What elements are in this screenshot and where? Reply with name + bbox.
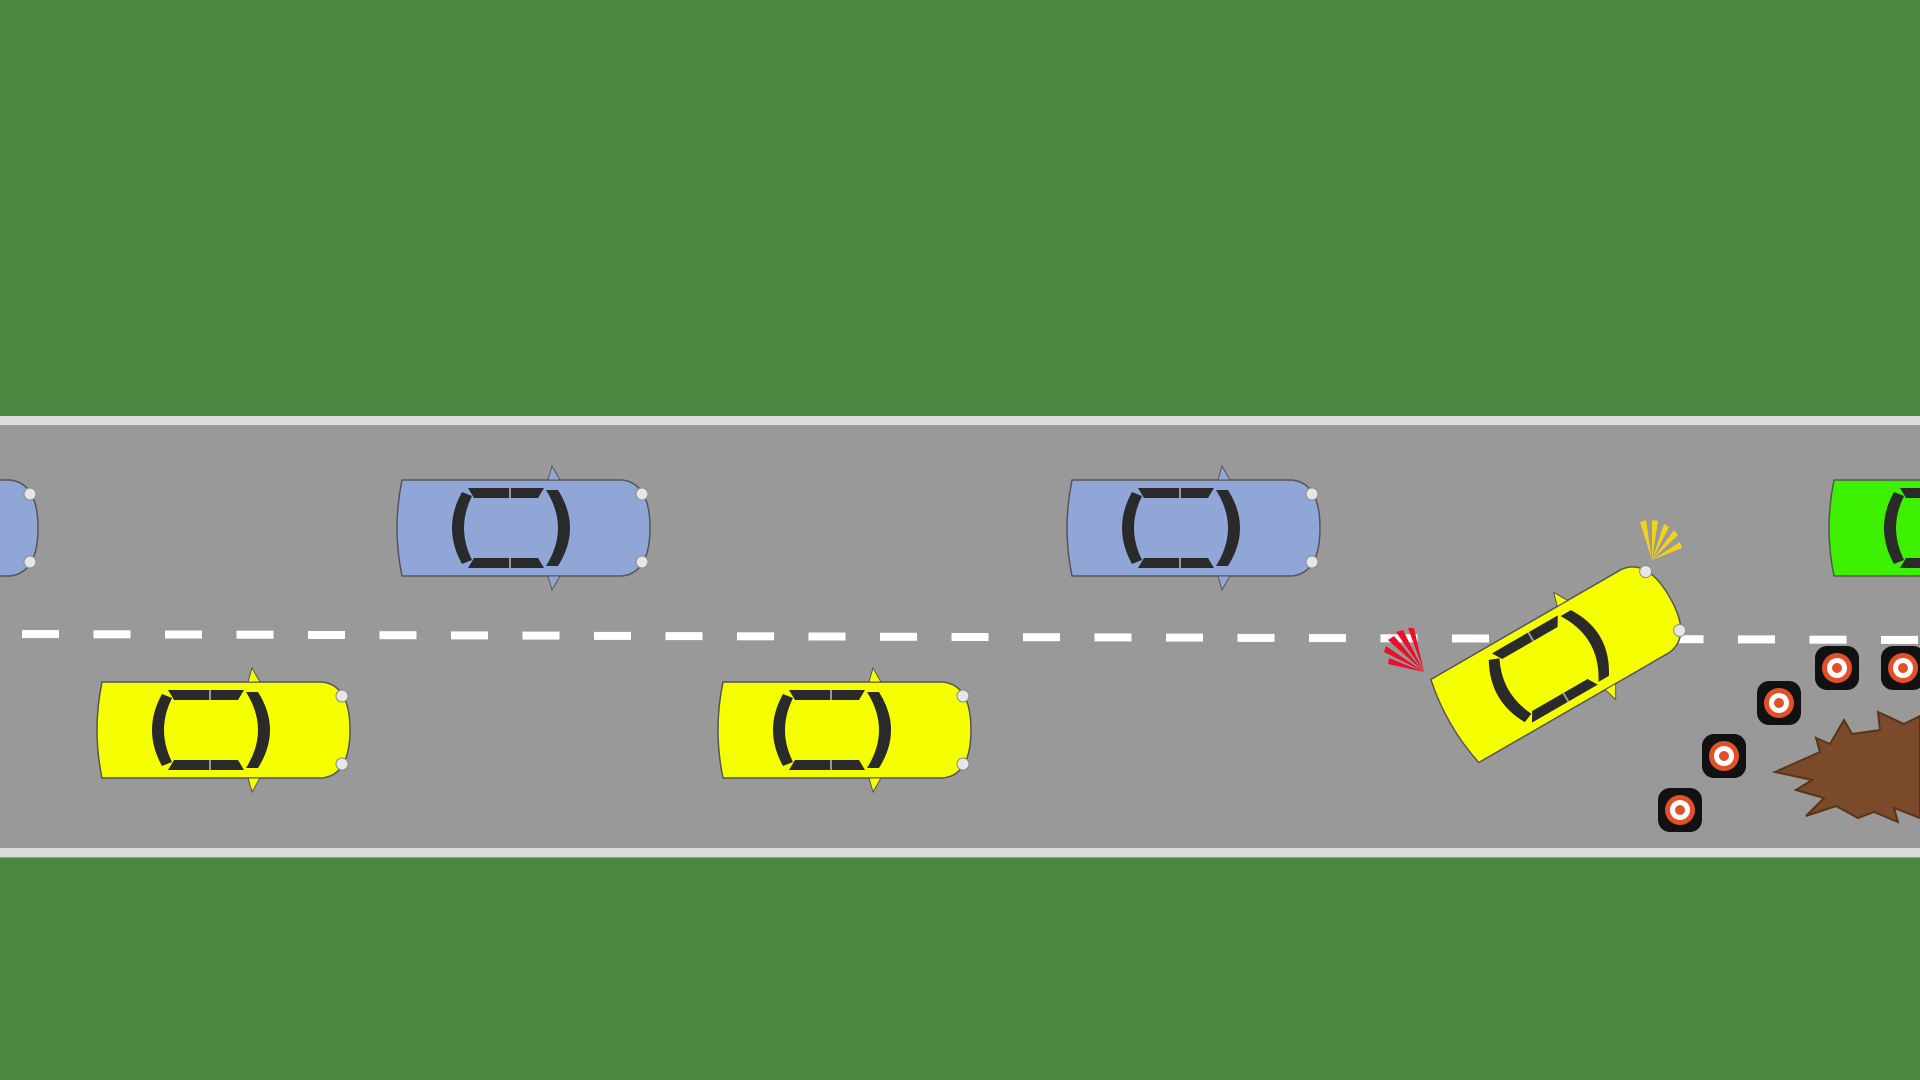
lane-dash bbox=[1094, 633, 1132, 642]
yellow-car-2 bbox=[717, 667, 972, 793]
road-edge-top bbox=[0, 416, 1920, 425]
lane-dash bbox=[737, 632, 774, 641]
blue-car-1 bbox=[396, 465, 651, 591]
lane-dash bbox=[379, 631, 417, 640]
green-car-partial-right bbox=[1828, 465, 1920, 591]
road-marker-icon bbox=[1757, 681, 1801, 725]
lane-dash bbox=[808, 632, 846, 641]
lane-dash bbox=[1380, 634, 1418, 643]
brake-light-flash-icon bbox=[1384, 628, 1424, 672]
lane-dash bbox=[308, 631, 345, 639]
pothole-icon bbox=[1771, 710, 1920, 824]
lane-dash bbox=[1666, 635, 1704, 644]
indicator-flash-icon bbox=[1640, 520, 1682, 560]
lane-dash bbox=[236, 630, 274, 639]
lane-dash bbox=[451, 631, 488, 640]
lane-dash bbox=[1309, 634, 1346, 643]
lane-dash bbox=[522, 631, 560, 640]
lane-dash bbox=[951, 633, 989, 641]
lane-dash bbox=[665, 632, 703, 641]
lane-dash bbox=[1809, 635, 1847, 644]
lane-dash bbox=[22, 630, 59, 639]
road-edge-bottom bbox=[0, 848, 1920, 857]
lane-dash bbox=[1023, 633, 1060, 642]
lane-dash bbox=[1738, 635, 1775, 644]
yellow-car-1 bbox=[96, 667, 351, 793]
lane-dash bbox=[880, 632, 917, 641]
lane-dash bbox=[1237, 633, 1275, 642]
road-marker-icon bbox=[1658, 788, 1702, 832]
lane-dash bbox=[1166, 633, 1203, 642]
lane-dash bbox=[93, 630, 131, 639]
lane-dash bbox=[1881, 635, 1918, 644]
lane-dash bbox=[594, 631, 631, 640]
road-marker-icon bbox=[1815, 646, 1859, 690]
lane-dash bbox=[1452, 634, 1489, 643]
road-marker-icon bbox=[1702, 734, 1746, 778]
blue-car-2 bbox=[1066, 465, 1321, 591]
lane-dash bbox=[165, 630, 202, 639]
road-marker-icon bbox=[1881, 646, 1920, 690]
